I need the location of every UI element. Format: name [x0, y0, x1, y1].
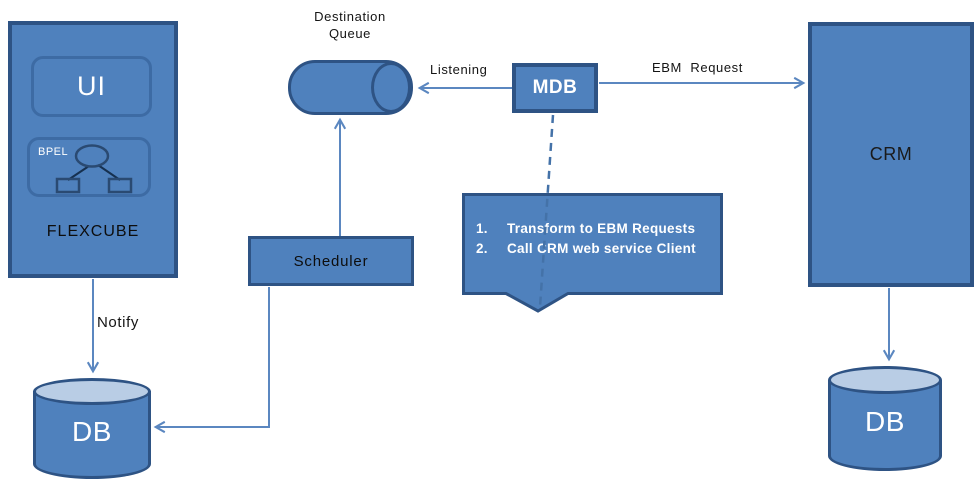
scheduler-to-db-arrow — [153, 287, 270, 434]
bpel-label: BPEL — [38, 146, 69, 158]
db-right-label: DB — [865, 405, 905, 437]
db-right-body — [828, 380, 942, 471]
callout-list: 1. Transform to EBM Requests 2. Call CRM… — [476, 219, 696, 259]
mdb-label: MDB — [532, 77, 578, 98]
crm-label: CRM — [869, 144, 913, 164]
flexcube-box: UI BPEL FLEXCUBE — [8, 21, 178, 278]
scheduler-label: Scheduler — [293, 252, 369, 270]
bpel-process-tree-icon — [55, 144, 133, 194]
destination-queue-label-line2: Queue — [328, 26, 372, 41]
callout-item-1-text: Transform to EBM Requests — [507, 221, 696, 236]
mdb-note-callout: 1. Transform to EBM Requests 2. Call CRM… — [462, 193, 723, 315]
flexcube-label: FLEXCUBE — [46, 223, 140, 240]
ui-label: UI — [77, 71, 106, 101]
callout-item-2-number: 2. — [476, 241, 488, 256]
db-right-cylinder: DB — [828, 366, 942, 471]
callout-item-1-number: 1. — [476, 221, 488, 236]
destination-queue-cap — [371, 62, 411, 113]
callout-item-2-text: Call CRM web service Client — [507, 241, 696, 256]
listening-edge-label: Listening — [430, 62, 488, 77]
callout-item-2: 2. Call CRM web service Client — [476, 239, 696, 259]
mdb-box: MDB — [512, 63, 598, 113]
notify-edge-label: Notify — [97, 314, 139, 331]
db-left-cylinder: DB — [33, 378, 151, 479]
bpel-box: BPEL — [27, 137, 151, 197]
ebm-request-edge-label: EBM Request — [651, 60, 743, 75]
crm-box: CRM — [808, 22, 974, 287]
db-left-label: DB — [72, 416, 112, 448]
db-right-top-ellipse — [828, 366, 942, 394]
db-left-top-ellipse — [33, 378, 151, 405]
destination-queue-label: Destination Queue — [285, 8, 415, 42]
scheduler-box: Scheduler — [248, 236, 414, 286]
destination-queue-label-line1: Destination — [314, 9, 386, 24]
callout-item-1: 1. Transform to EBM Requests — [476, 219, 696, 239]
ui-box: UI — [31, 56, 152, 117]
